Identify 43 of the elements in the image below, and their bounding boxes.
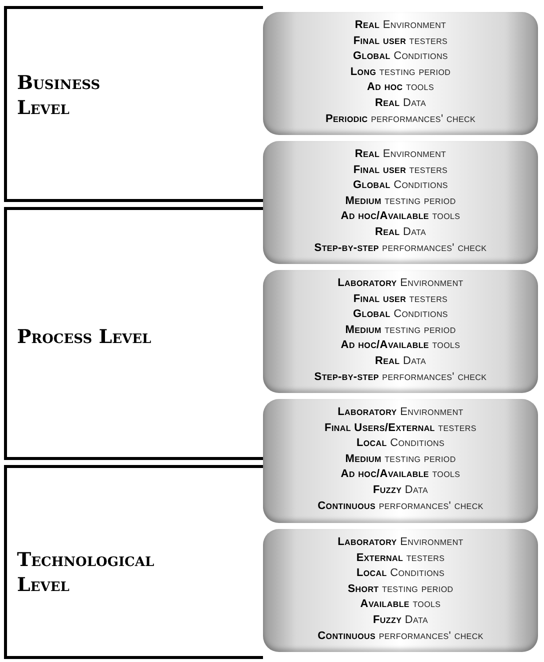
criteria-line: Fuzzy Data [372,482,429,498]
criteria-line: Final user testers [352,292,449,307]
criteria-line: Step-by-step performances' check [313,370,488,385]
criteria-line: Local Conditions [355,436,446,452]
criteria-line: Step-by-step performances' check [313,240,488,256]
criteria-card [263,270,538,393]
criteria-line: Medium testing period [344,452,457,467]
level-label: Technological Level [17,548,156,598]
criteria-line: Ad hoc/Available tools [340,209,462,224]
criteria-line: Ad hoc/Available tools [340,338,462,354]
criteria-line: Global Conditions [352,49,449,64]
criteria-line: Ad hoc tools [366,80,435,96]
criteria-line: Continuous performances' check [316,498,484,514]
criteria-line: Fuzzy Data [372,612,429,628]
criteria-line: Global Conditions [352,307,449,322]
criteria-line: Medium testing period [344,194,457,209]
criteria-card [263,141,538,264]
criteria-card [263,12,538,135]
criteria-line: Real Data [374,354,428,369]
level-label: Process Level [17,325,152,350]
criteria-line: Laboratory Environment [336,276,464,291]
criteria-line: Final user testers [352,162,449,178]
criteria-card [263,399,538,523]
criteria-line: Local Conditions [355,566,446,582]
criteria-line: Real Data [374,224,428,240]
criteria-line: Continuous performances' check [316,628,484,644]
criteria-line: Final user testers [352,34,449,49]
level-label: Business Level [17,71,102,121]
criteria-line: Real Data [374,96,428,111]
criteria-line: Ad hoc/Available tools [340,467,462,482]
criteria-line: Short testing period [346,582,454,597]
criteria-line: Laboratory Environment [336,535,464,550]
criteria-line: Real Environment [354,147,448,162]
criteria-line: Long testing period [349,64,452,80]
criteria-line: Available tools [359,597,442,612]
criteria-line: Periodic performances' check [324,112,477,127]
criteria-line: Real Environment [354,18,448,33]
criteria-line: Laboratory Environment [336,405,464,420]
criteria-line: Final Users/External testers [324,420,478,436]
criteria-line: Medium testing period [344,322,457,338]
criteria-line: External testers [355,550,446,566]
criteria-card [263,529,538,652]
criteria-line: Global Conditions [352,178,449,194]
